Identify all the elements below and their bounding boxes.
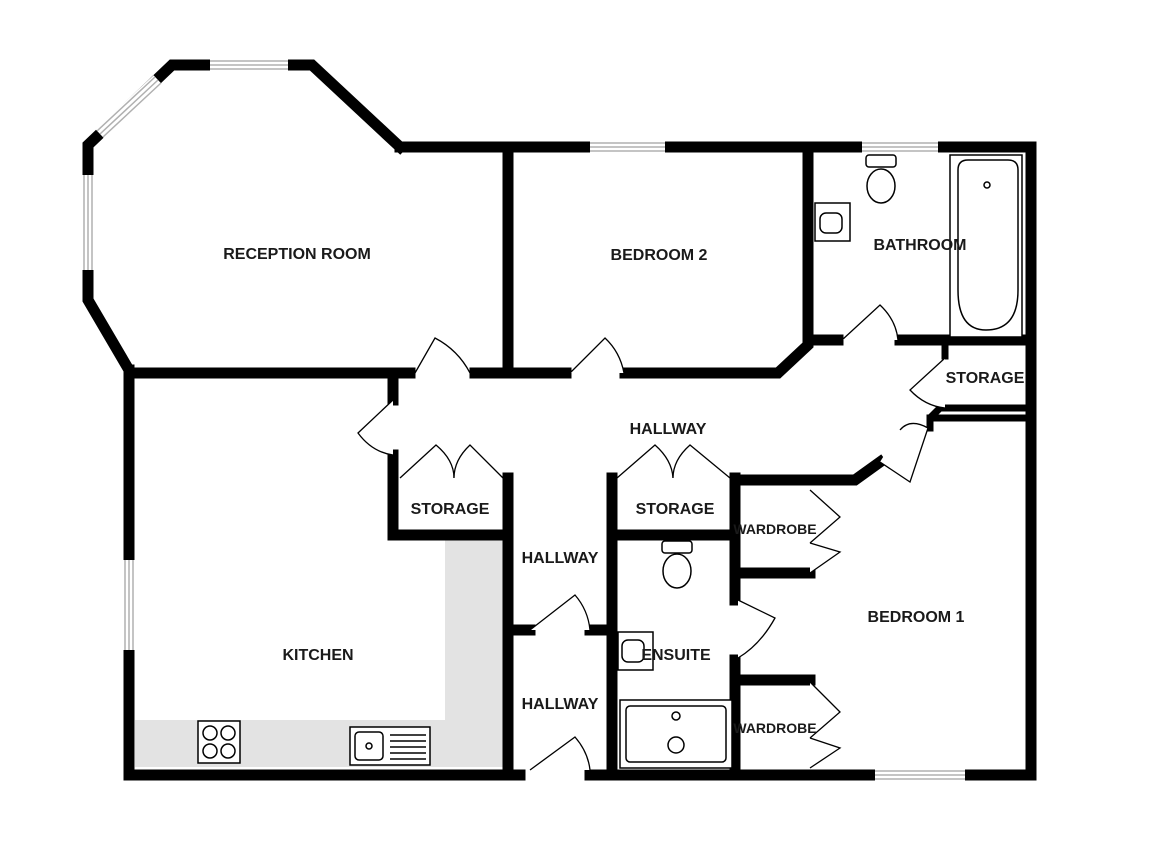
fixtures bbox=[197, 154, 1023, 769]
label-storage-left: STORAGE bbox=[411, 501, 490, 518]
label-storage-mid: STORAGE bbox=[636, 501, 715, 518]
walls bbox=[82, 59, 1037, 781]
kitchen-sink bbox=[349, 726, 431, 766]
bathtub bbox=[949, 154, 1023, 338]
label-hallway-upper: HALLWAY bbox=[522, 550, 599, 567]
kitchen-counter bbox=[135, 540, 503, 767]
label-wardrobe-top: WARDROBE bbox=[733, 521, 816, 537]
ensuite-toilet bbox=[661, 540, 693, 589]
label-storage-right: STORAGE bbox=[946, 370, 1025, 387]
doors bbox=[357, 304, 946, 771]
label-reception-room: RECEPTION ROOM bbox=[223, 246, 371, 263]
label-ensuite: ENSUITE bbox=[641, 647, 711, 664]
label-wardrobe-bottom: WARDROBE bbox=[733, 720, 816, 736]
bathroom-basin bbox=[814, 202, 851, 242]
label-kitchen: KITCHEN bbox=[282, 647, 353, 664]
label-bedroom-1: BEDROOM 1 bbox=[868, 609, 965, 626]
bathroom-toilet bbox=[865, 154, 897, 204]
label-hallway-main: HALLWAY bbox=[630, 421, 707, 438]
shower-tray bbox=[619, 699, 733, 769]
label-hallway-lower: HALLWAY bbox=[522, 696, 599, 713]
windows bbox=[81, 58, 965, 782]
room-labels: RECEPTION ROOM BEDROOM 2 BATHROOM STORAG… bbox=[223, 237, 1025, 736]
kitchen-hob bbox=[197, 720, 241, 764]
label-bathroom: BATHROOM bbox=[873, 237, 966, 254]
ensuite-basin bbox=[617, 631, 654, 671]
label-bedroom-2: BEDROOM 2 bbox=[611, 247, 708, 264]
